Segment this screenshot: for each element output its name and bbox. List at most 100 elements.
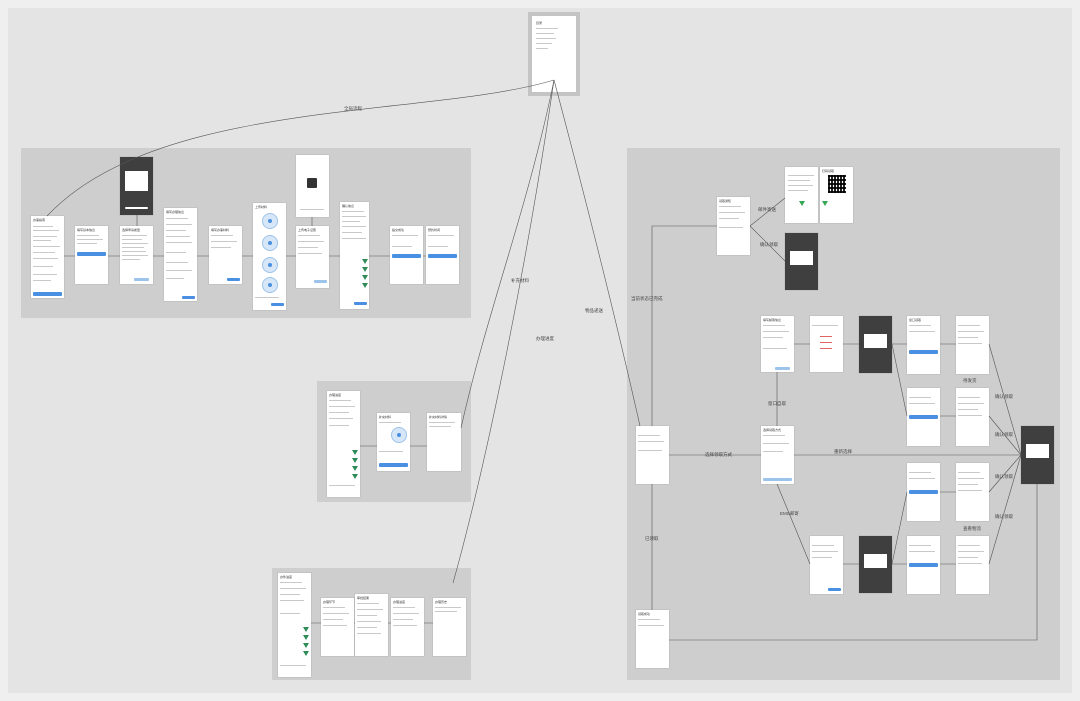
- screen-ems-confirm[interactable]: [907, 536, 940, 594]
- connector-layer: [46, 79, 1038, 641]
- primary-button[interactable]: [828, 588, 841, 591]
- screen-appointment[interactable]: 预约时间: [426, 226, 459, 284]
- modal-dialog[interactable]: [863, 554, 888, 568]
- flow-canvas[interactable]: 目录 办事指南 填写基本信息 选择申请类型: [8, 8, 1072, 693]
- text-line: [763, 451, 783, 452]
- screen-success-modal[interactable]: [1021, 426, 1054, 484]
- upload-icon[interactable]: [262, 257, 278, 273]
- upload-icon[interactable]: [262, 277, 278, 293]
- text-line: [280, 600, 304, 601]
- primary-button[interactable]: [392, 254, 421, 258]
- screen-approval-result[interactable]: 审批结果: [355, 594, 388, 656]
- primary-button[interactable]: [182, 296, 195, 299]
- screen-title: 办理进度: [393, 600, 406, 604]
- primary-button[interactable]: [909, 350, 938, 354]
- screen-upload[interactable]: 上传材料: [253, 203, 286, 310]
- screen-basic-info[interactable]: 填写基本信息: [75, 226, 108, 284]
- modal-dialog[interactable]: [1025, 444, 1050, 458]
- primary-button[interactable]: [314, 280, 327, 283]
- text-line: [909, 325, 931, 326]
- modal-dialog[interactable]: [789, 251, 814, 265]
- edge-label: 查看物流: [963, 526, 981, 531]
- modal-dialog[interactable]: [124, 171, 149, 191]
- screen-license-photo[interactable]: [296, 155, 329, 217]
- screen-materials[interactable]: 填写办事材料: [209, 226, 242, 284]
- edge-line: [988, 343, 1022, 565]
- primary-button[interactable]: [775, 367, 790, 370]
- screen-address-picker[interactable]: [810, 316, 843, 372]
- modal-dialog[interactable]: [863, 334, 888, 348]
- screen-title: 补充材料: [379, 415, 392, 419]
- primary-button[interactable]: [909, 415, 938, 419]
- primary-button[interactable]: [909, 490, 938, 494]
- screen-window-pickup[interactable]: 窗口领取: [907, 316, 940, 374]
- screen-guide[interactable]: 办事指南: [31, 216, 64, 298]
- modal-confirm-button[interactable]: [125, 207, 148, 209]
- screen-pickup-detail[interactable]: [956, 316, 989, 374]
- screen-supplement[interactable]: 补充材料: [377, 413, 410, 471]
- primary-button[interactable]: [77, 252, 106, 256]
- screen-progress-list[interactable]: 办理进度: [391, 598, 424, 656]
- screen-history[interactable]: 办理历史: [433, 598, 466, 656]
- screen-ems-modal[interactable]: [859, 536, 892, 593]
- primary-button[interactable]: [428, 254, 457, 258]
- screen-notice[interactable]: 领取通知: [717, 197, 750, 255]
- text-line: [166, 262, 188, 263]
- screen-steps[interactable]: 办理环节: [321, 598, 354, 656]
- attachment-marker: [352, 474, 358, 479]
- picker-row[interactable]: [820, 342, 832, 343]
- screen-qr[interactable]: 扫码领取: [820, 167, 853, 223]
- screen-submit-success[interactable]: 提交成功: [390, 226, 423, 284]
- menu-line: [536, 33, 554, 34]
- text-line: [211, 247, 231, 248]
- screen-confirm[interactable]: 确认信息: [340, 202, 369, 309]
- edge-line: [891, 343, 956, 565]
- text-line: [329, 412, 349, 413]
- screen-received[interactable]: 领取成功: [636, 610, 669, 668]
- text-line: [379, 451, 403, 452]
- screen-ems-receipt[interactable]: [956, 536, 989, 594]
- text-line: [33, 246, 60, 247]
- primary-button[interactable]: [33, 292, 62, 296]
- primary-button[interactable]: [134, 278, 149, 281]
- primary-button[interactable]: [354, 302, 367, 305]
- screen-receipt-b[interactable]: [956, 463, 989, 521]
- text-line: [429, 426, 451, 427]
- primary-button[interactable]: [763, 478, 792, 481]
- upload-icon[interactable]: [262, 213, 278, 229]
- text-line: [909, 403, 935, 404]
- screen-mail-form[interactable]: 填写邮寄信息: [761, 316, 794, 372]
- picker-row[interactable]: [820, 336, 832, 337]
- text-line: [393, 625, 417, 626]
- screen-license[interactable]: 上传电子证照: [296, 226, 329, 288]
- root-menu-screen[interactable]: 目录: [532, 16, 576, 92]
- edge-label: 确认领取: [995, 514, 1013, 519]
- screen-case-progress[interactable]: 办件进度: [278, 573, 311, 677]
- primary-button[interactable]: [271, 303, 284, 306]
- screen-method-top[interactable]: [907, 388, 940, 446]
- primary-button[interactable]: [909, 563, 938, 567]
- screen-supplement-detail[interactable]: 补充材料详情: [427, 413, 461, 471]
- screen-mail-modal[interactable]: [859, 316, 892, 373]
- screen-select-type[interactable]: 选择申请类型: [120, 226, 153, 284]
- text-line: [298, 247, 318, 248]
- primary-button[interactable]: [227, 278, 240, 281]
- screen-confirm-modal[interactable]: [785, 233, 818, 290]
- primary-button[interactable]: [379, 463, 408, 467]
- screen-window-a[interactable]: [907, 463, 940, 521]
- text-line: [719, 212, 745, 213]
- screen-type-modal[interactable]: [120, 157, 153, 215]
- text-line: [958, 331, 984, 332]
- screen-fill-info[interactable]: 填写办理信息: [164, 208, 197, 301]
- upload-icon[interactable]: [262, 235, 278, 251]
- screen-pickup-entry[interactable]: [636, 426, 669, 484]
- screen-receipt[interactable]: [956, 388, 989, 446]
- picker-row[interactable]: [820, 348, 832, 349]
- edge-line: [669, 484, 1038, 641]
- upload-icon[interactable]: [391, 427, 407, 443]
- screen-progress-detail[interactable]: 办理进度: [327, 391, 360, 497]
- screen-choose-method[interactable]: 选择领取方式: [761, 426, 794, 484]
- screen-wechat-guide[interactable]: [785, 167, 818, 223]
- screen-ems-form[interactable]: [810, 536, 843, 594]
- attachment-marker: [362, 259, 368, 264]
